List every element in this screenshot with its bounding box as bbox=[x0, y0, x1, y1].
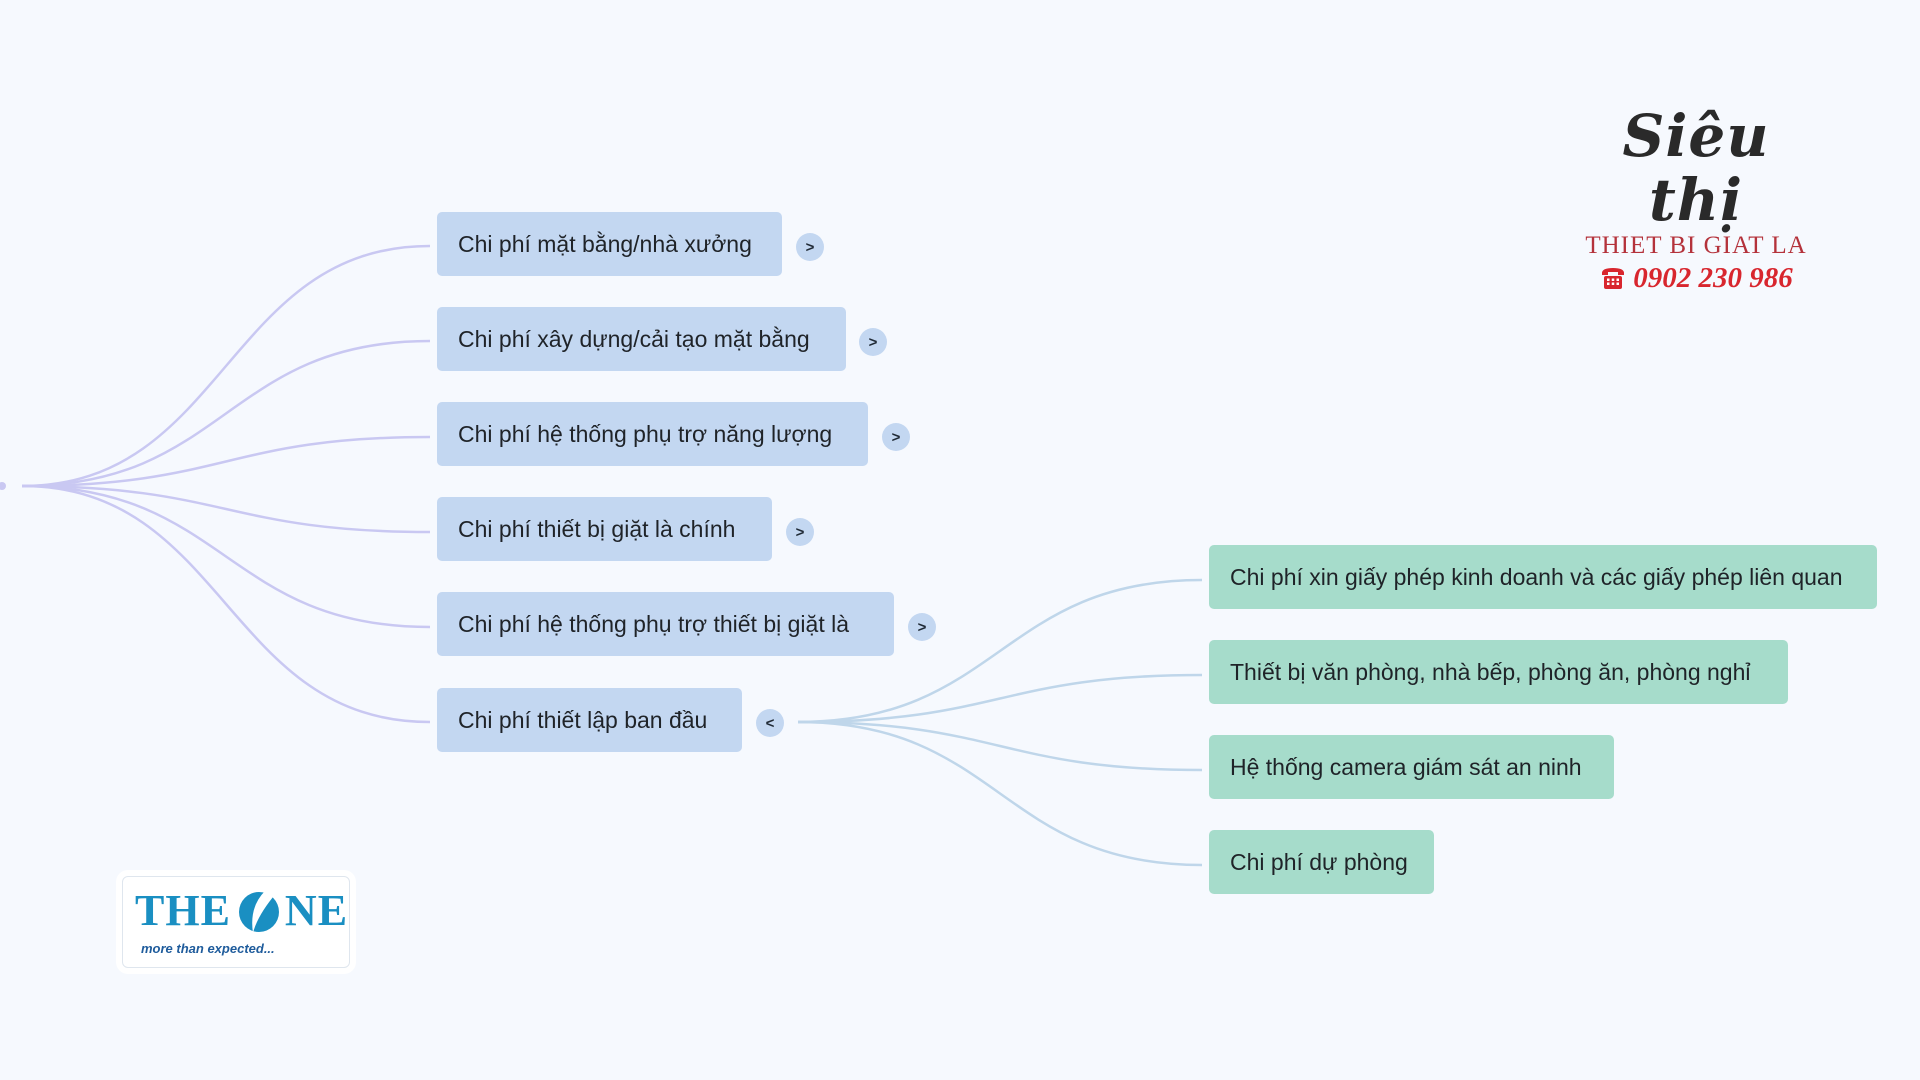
expand-toggle-nang-luong[interactable]: > bbox=[882, 423, 910, 451]
branch-label: Chi phí thiết lập ban đầu bbox=[458, 706, 708, 733]
branch-label: Chi phí xây dựng/cải tạo mặt bằng bbox=[458, 325, 810, 352]
connector-root-to-branch bbox=[21, 484, 431, 534]
root-anchor bbox=[0, 482, 6, 490]
sub-node-van-phong[interactable]: Thiết bị văn phòng, nhà bếp, phòng ăn, p… bbox=[1209, 640, 1788, 704]
connector-root-to-branch bbox=[21, 435, 431, 488]
logo-phone-row: 0902 230 986 bbox=[1578, 262, 1814, 294]
connector-branch-to-sub bbox=[797, 578, 1203, 724]
sub-branch-label: Chi phí dự phòng bbox=[1230, 848, 1408, 875]
expand-toggle-mat-bang[interactable]: > bbox=[796, 233, 824, 261]
branch-label: Chi phí hệ thống phụ trợ năng lượng bbox=[458, 420, 833, 447]
branch-label: Chi phí hệ thống phụ trợ thiết bị giặt l… bbox=[458, 610, 849, 637]
theone-word-right: NE bbox=[284, 886, 349, 935]
sub-node-giay-phep[interactable]: Chi phí xin giấy phép kinh doanh và các … bbox=[1209, 545, 1877, 609]
theone-logo: THE NE more than expected... bbox=[122, 876, 350, 968]
branch-node-thiet-lap-ban-dau[interactable]: Chi phí thiết lập ban đầu bbox=[437, 688, 742, 752]
expand-toggle-xay-dung[interactable]: > bbox=[859, 328, 887, 356]
theone-word-left: THE bbox=[135, 886, 231, 935]
connector-root-to-branch bbox=[21, 484, 431, 724]
theone-tagline: more than expected... bbox=[141, 941, 275, 956]
logo-phone-number: 0902 230 986 bbox=[1633, 262, 1793, 294]
logo-script-text: Siêu thị bbox=[1622, 102, 1770, 234]
connector-root-to-branch bbox=[21, 484, 431, 629]
branch-node-mat-bang[interactable]: Chi phí mặt bằng/nhà xưởng bbox=[437, 212, 782, 276]
expand-toggle-thiet-bi-giat-la[interactable]: > bbox=[786, 518, 814, 546]
theone-wordmark: THE NE bbox=[135, 887, 348, 935]
connector-branch-to-sub bbox=[797, 720, 1203, 867]
connector-root-to-branch bbox=[21, 339, 431, 488]
branch-label: Chi phí thiết bị giặt là chính bbox=[458, 515, 736, 542]
logo-subtitle: THIET BI GIAT LA bbox=[1585, 232, 1807, 259]
sub-node-camera[interactable]: Hệ thống camera giám sát an ninh bbox=[1209, 735, 1614, 799]
branch-label: Chi phí mặt bằng/nhà xưởng bbox=[458, 230, 752, 257]
connector-branch-to-sub bbox=[797, 720, 1203, 772]
connector-branch-to-sub bbox=[797, 673, 1203, 724]
connector-root-to-branch bbox=[21, 244, 431, 488]
expand-toggle-phu-tro-giat-la[interactable]: > bbox=[908, 613, 936, 641]
sub-branch-label: Hệ thống camera giám sát an ninh bbox=[1230, 753, 1582, 780]
collapse-toggle-thiet-lap-ban-dau[interactable]: < bbox=[756, 709, 784, 737]
telephone-icon bbox=[1602, 268, 1625, 289]
branch-node-xay-dung[interactable]: Chi phí xây dựng/cải tạo mặt bằng bbox=[437, 307, 846, 371]
branch-node-nang-luong[interactable]: Chi phí hệ thống phụ trợ năng lượng bbox=[437, 402, 868, 466]
sub-branch-label: Chi phí xin giấy phép kinh doanh và các … bbox=[1230, 563, 1843, 590]
branch-node-phu-tro-giat-la[interactable]: Chi phí hệ thống phụ trợ thiết bị giặt l… bbox=[437, 592, 894, 656]
sieuthi-logo: Siêu thị THIET BI GIAT LA 0902 230 986 bbox=[1578, 104, 1814, 294]
sub-branch-label: Thiết bị văn phòng, nhà bếp, phòng ăn, p… bbox=[1230, 658, 1751, 685]
sub-node-du-phong[interactable]: Chi phí dự phòng bbox=[1209, 830, 1434, 894]
theone-o-emblem-icon bbox=[238, 891, 279, 933]
branch-node-thiet-bi-giat-la[interactable]: Chi phí thiết bị giặt là chính bbox=[437, 497, 772, 561]
